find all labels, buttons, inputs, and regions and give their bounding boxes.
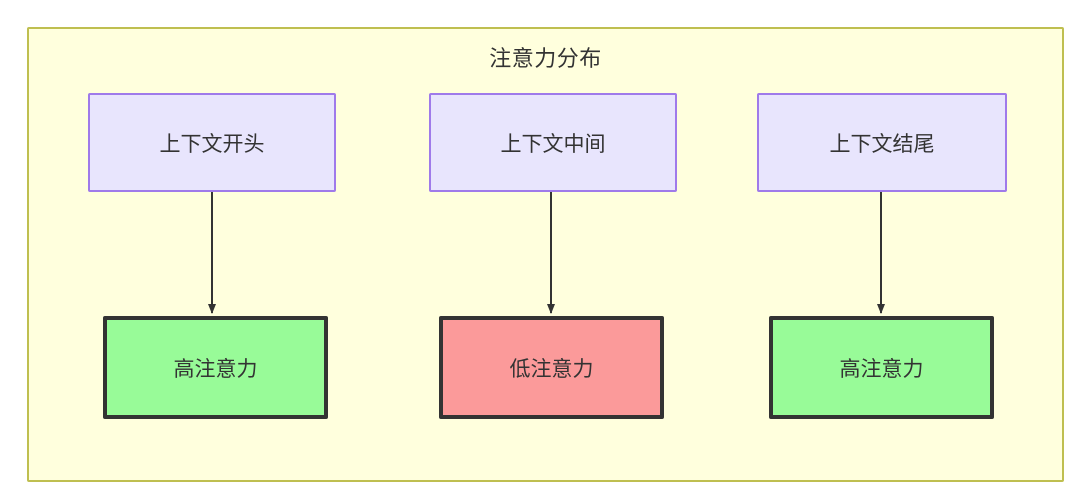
subgraph-title: 注意力分布 xyxy=(489,46,602,71)
node-high-attention-end[interactable]: 高注意力 xyxy=(769,316,994,419)
node-label: 上下文中间 xyxy=(500,132,606,156)
node-high-attention-start[interactable]: 高注意力 xyxy=(103,316,328,419)
node-label: 高注意力 xyxy=(173,357,258,381)
node-context-end[interactable]: 上下文结尾 xyxy=(757,93,1007,192)
node-label: 上下文开头 xyxy=(159,132,265,156)
node-label: 低注意力 xyxy=(509,357,594,381)
node-context-middle[interactable]: 上下文中间 xyxy=(429,93,677,192)
node-context-start[interactable]: 上下文开头 xyxy=(88,93,336,192)
node-label: 上下文结尾 xyxy=(829,132,935,156)
node-low-attention-middle[interactable]: 低注意力 xyxy=(439,316,664,419)
node-label: 高注意力 xyxy=(839,357,924,381)
